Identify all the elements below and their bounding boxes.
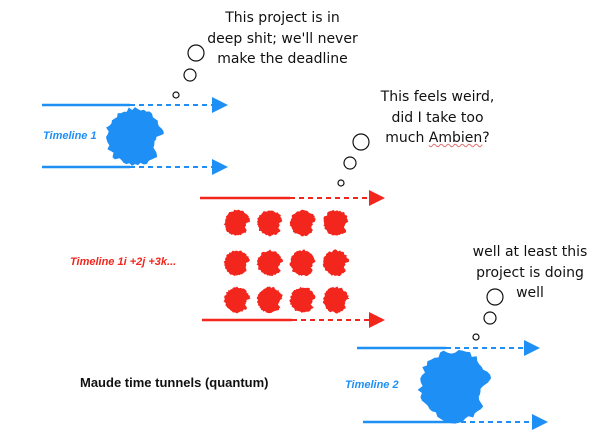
- quantum-blob: [289, 249, 316, 277]
- thought-line: make the deadline: [217, 51, 348, 67]
- thought-line: well at least this: [472, 244, 588, 260]
- thought-text: ?: [482, 130, 490, 146]
- thought-bubble-circle: [352, 133, 370, 151]
- quantum-blob: [256, 286, 283, 314]
- timeline-1-blob: [106, 107, 164, 166]
- quantum-blob: [323, 209, 349, 236]
- diagram-caption: Maude time tunnels (quantum): [80, 375, 269, 390]
- thought-bubble-circle: [343, 156, 357, 170]
- quantum-blob: [289, 286, 316, 313]
- quantum-blob: [223, 286, 251, 314]
- thought-bubble-circle: [483, 311, 497, 325]
- thought-bubble-2: This feels weird, did I take too much Am…: [370, 87, 505, 149]
- thought-line: This feels weird,: [380, 89, 495, 105]
- thought-bubble-circle: [183, 68, 197, 82]
- quantum-blob: [322, 249, 350, 277]
- timeline-2-blob: [417, 350, 492, 424]
- timeline-quantum-label: Timeline 1i +2j +3k...: [70, 256, 177, 268]
- thought-line: well: [516, 285, 544, 301]
- thought-line: deep shit; we'll never: [207, 30, 358, 47]
- thought-text: much: [385, 130, 429, 146]
- thought-bubble-circle: [172, 91, 180, 99]
- quantum-blob: [223, 209, 251, 236]
- quantum-blob: [322, 286, 350, 314]
- thought-bubble-1: This project is in deep shit; we'll neve…: [200, 8, 365, 70]
- thought-bubble-3: well at least this project is doing well: [465, 242, 595, 304]
- quantum-blob: [289, 209, 316, 237]
- timeline-1-label: Timeline 1: [43, 130, 97, 142]
- quantum-blob: [256, 249, 283, 276]
- quantum-blob: [223, 250, 250, 276]
- misspelled-word: Ambien: [428, 130, 483, 146]
- timeline-2-label: Timeline 2: [345, 379, 399, 391]
- thought-bubble-circle: [337, 179, 345, 187]
- thought-line: did I take too: [391, 109, 484, 126]
- thought-bubble-circle: [187, 44, 205, 62]
- thought-line: project is doing: [476, 264, 584, 281]
- thought-line: much Ambien?: [370, 128, 505, 149]
- thought-line: This project is in: [225, 10, 340, 26]
- thought-bubble-circle: [486, 288, 504, 306]
- quantum-blob: [256, 210, 283, 237]
- thought-bubble-circle: [472, 333, 480, 341]
